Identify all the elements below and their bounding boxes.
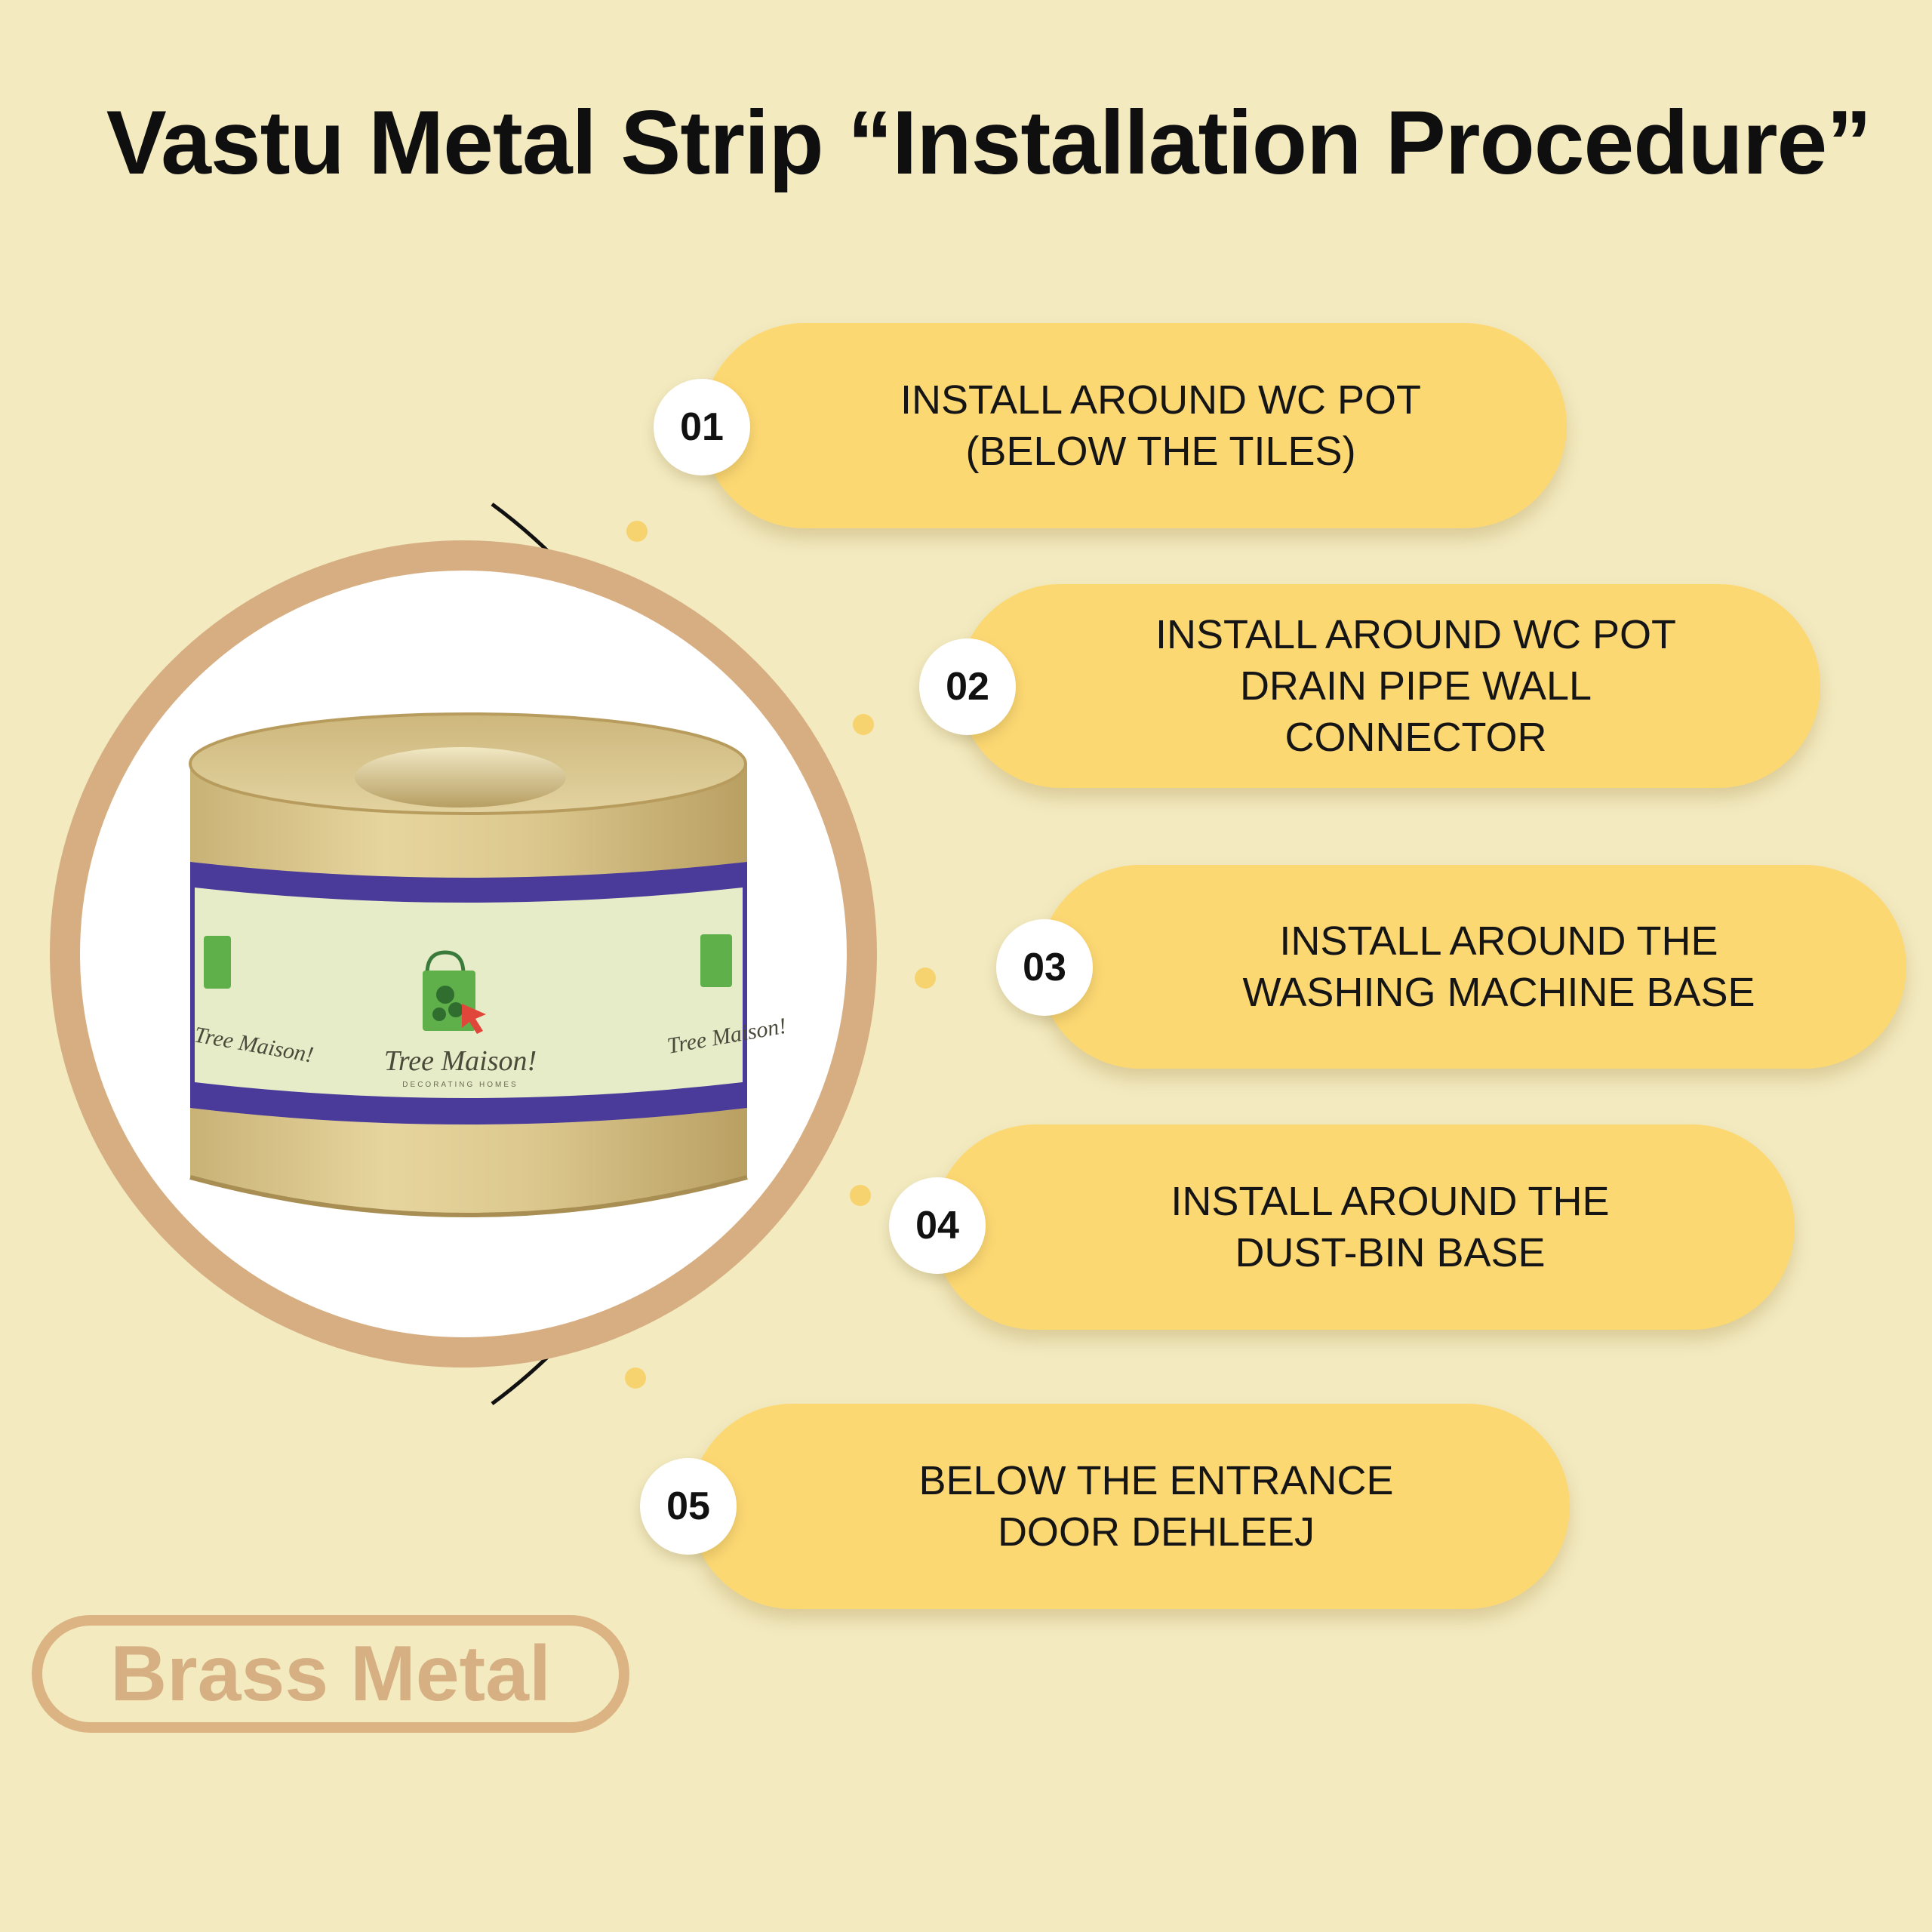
step-02-card: INSTALL AROUND WC POT DRAIN PIPE WALL CO… [958, 584, 1820, 788]
step-03-card: INSTALL AROUND THE WASHING MACHINE BASE [1038, 865, 1906, 1069]
timeline-dot [850, 1185, 871, 1206]
timeline-dot [625, 1367, 646, 1389]
material-badge-text: Brass Metal [110, 1629, 551, 1718]
shopping-bag-tree-icon [204, 936, 231, 989]
step-text: INSTALL AROUND WC POT DRAIN PIPE WALL CO… [1155, 612, 1677, 760]
label-tagline-text: DECORATING HOMES [402, 1081, 518, 1089]
step-text: BELOW THE ENTRANCE DOOR DEHLEEJ [918, 1458, 1394, 1555]
step-number-badge: 04 [889, 1177, 986, 1274]
step-number-badge: 03 [996, 919, 1093, 1016]
step-text: INSTALL AROUND WC POT (BELOW THE TILES) [900, 377, 1422, 474]
step-number-badge: 01 [654, 379, 750, 475]
shopping-bag-tree-icon [700, 934, 732, 987]
step-text: INSTALL AROUND THE WASHING MACHINE BASE [1242, 918, 1755, 1015]
label-brand-text: Tree Maison! [384, 1045, 537, 1077]
step-04-card: INSTALL AROUND THE DUST-BIN BASE [933, 1124, 1795, 1330]
step-text: INSTALL AROUND THE DUST-BIN BASE [1171, 1179, 1610, 1275]
timeline-dot [626, 521, 648, 542]
step-number-badge: 05 [640, 1458, 737, 1555]
step-05-card: BELOW THE ENTRANCE DOOR DEHLEEJ [690, 1404, 1570, 1609]
timeline-dot [853, 714, 874, 735]
material-badge: Brass Metal [32, 1615, 629, 1733]
page-title: Vastu Metal Strip “Installation Procedur… [106, 92, 1872, 193]
cursor-arrow-icon [462, 1004, 486, 1034]
brass-roll: Tree Maison! DECORATING HOMES Tree Maiso… [189, 712, 789, 1217]
step-01-card: INSTALL AROUND WC POT (BELOW THE TILES) [702, 323, 1567, 528]
timeline-dot [915, 968, 936, 989]
step-number-badge: 02 [919, 638, 1016, 735]
